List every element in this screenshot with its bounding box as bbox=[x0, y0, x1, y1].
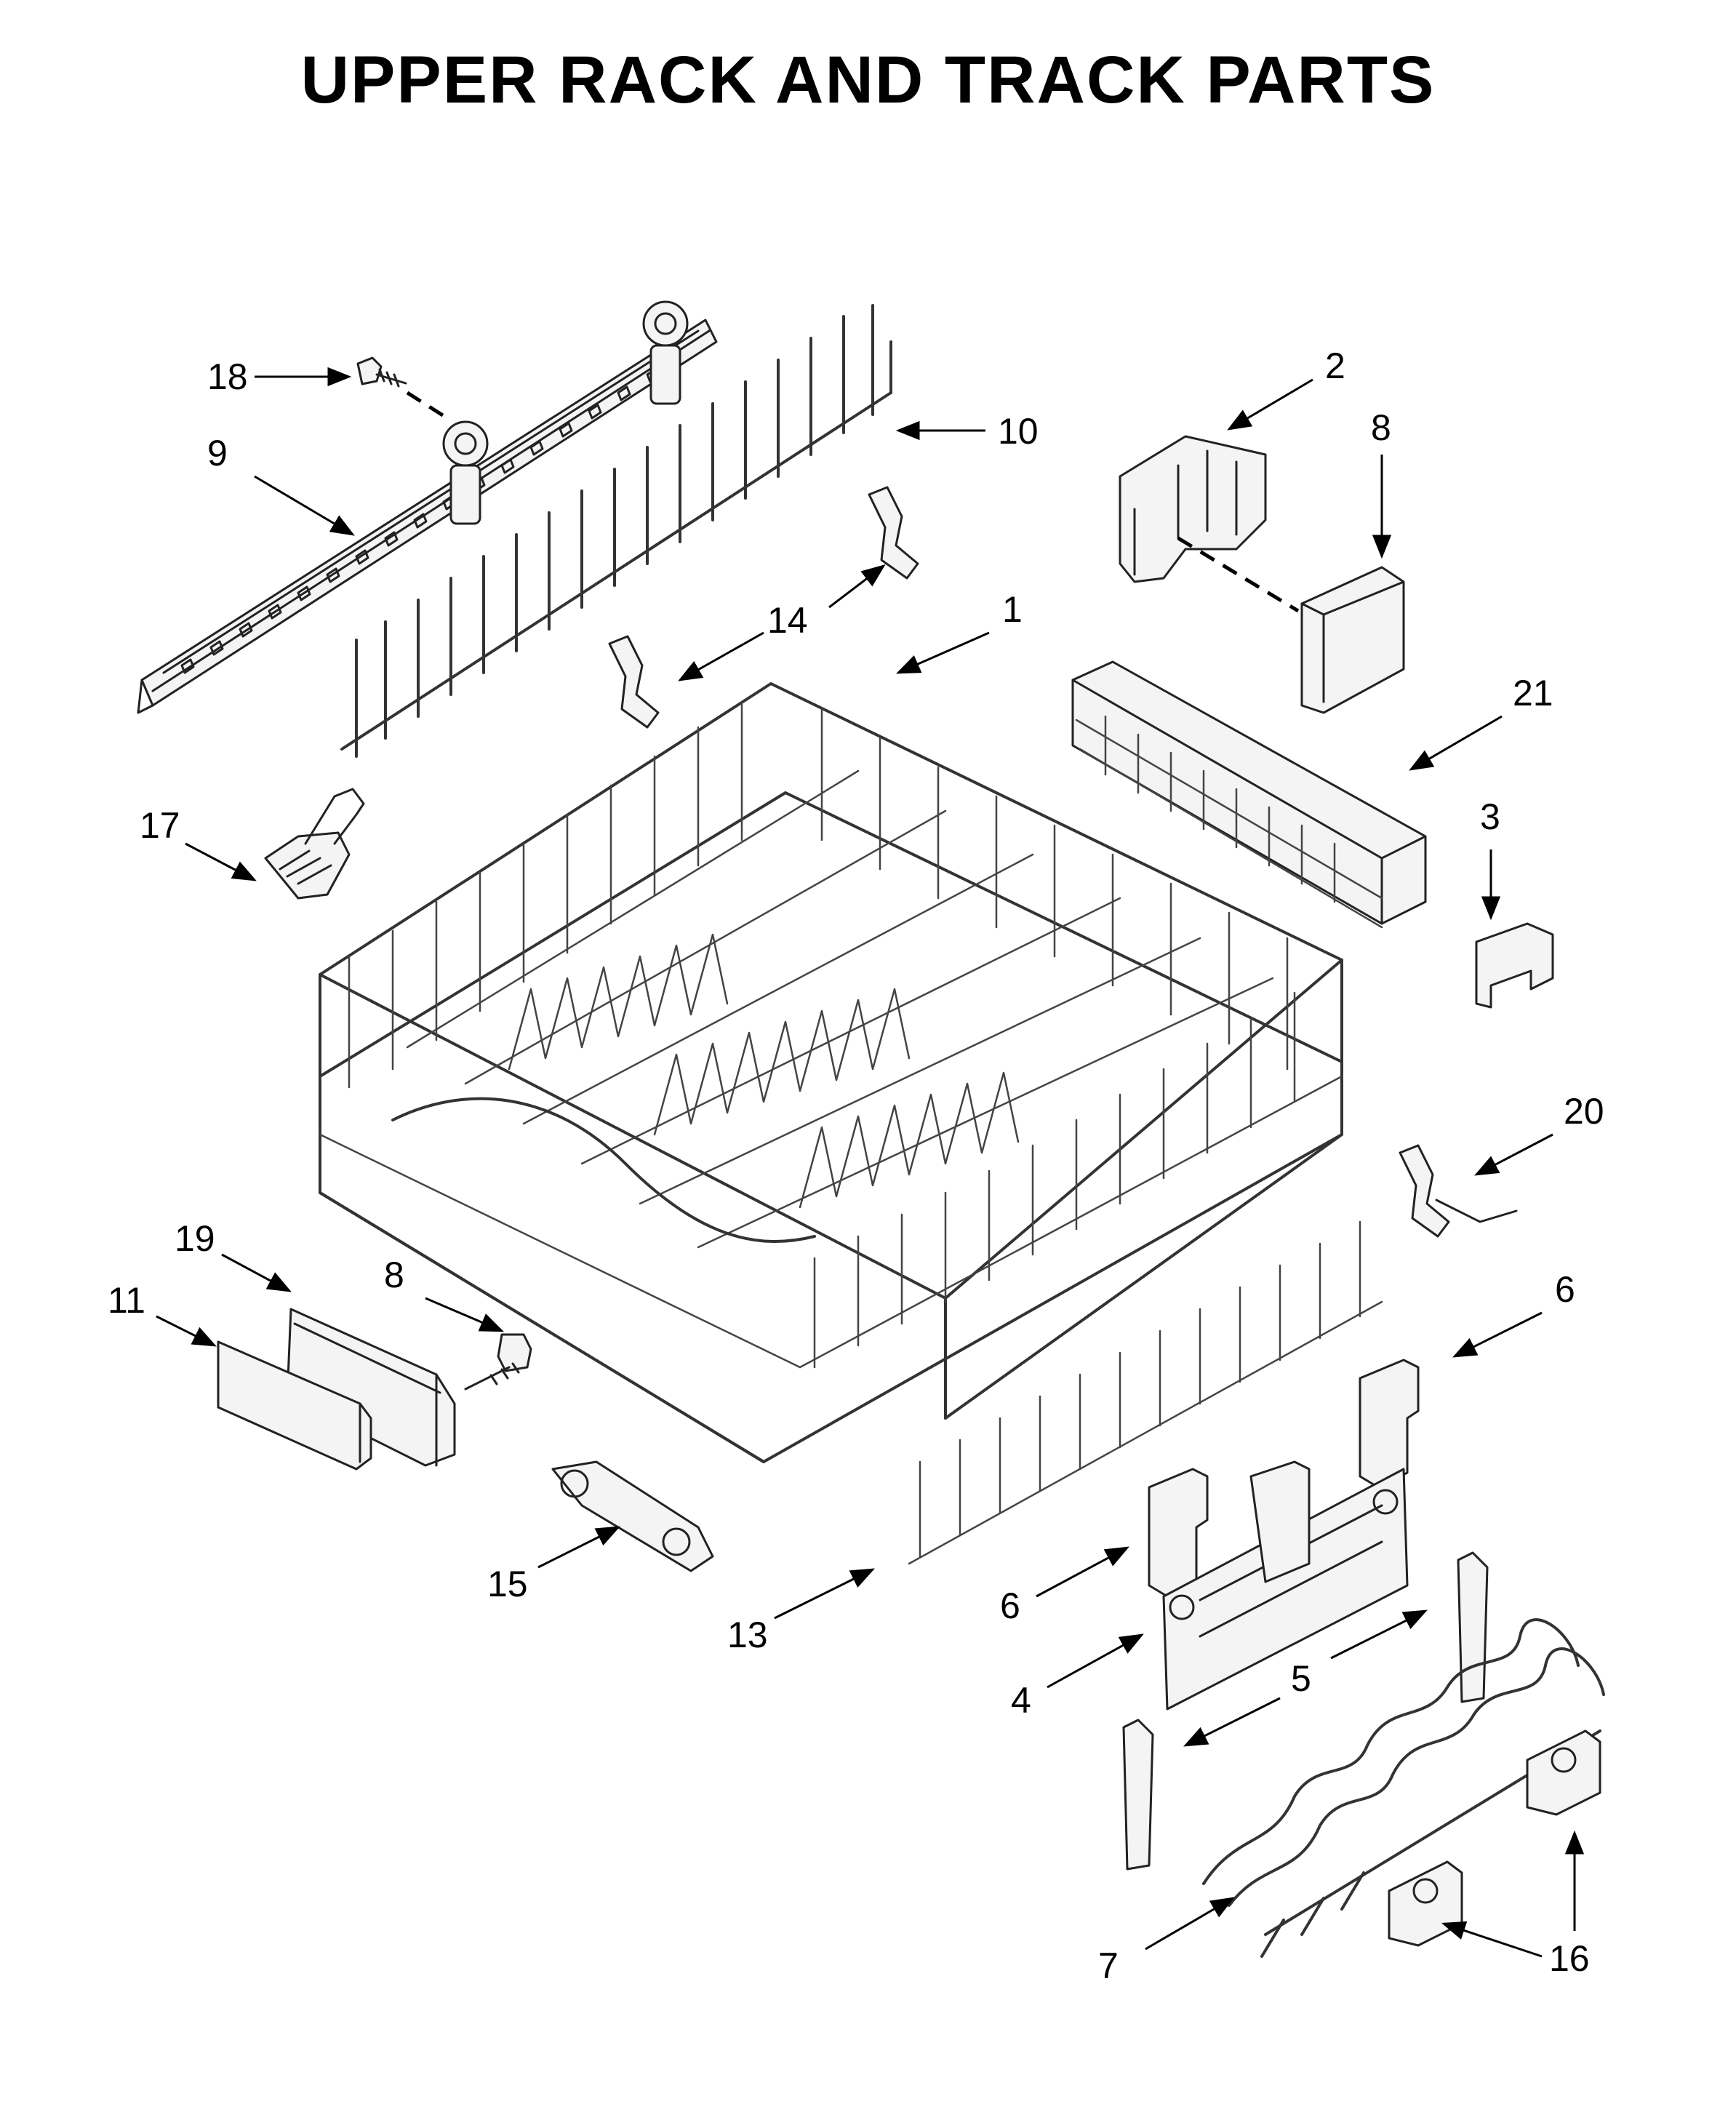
part-1-upper-rack bbox=[319, 682, 1343, 1463]
leader-2 bbox=[1227, 378, 1313, 431]
part-6-clip-lower bbox=[1148, 1468, 1209, 1598]
leader-4 bbox=[1047, 1633, 1144, 1689]
leader-6-upper bbox=[1452, 1311, 1543, 1358]
callout-label-9: 8 bbox=[1371, 407, 1391, 448]
callout-label-20: 20 bbox=[1564, 1091, 1604, 1132]
part-9-clip bbox=[1300, 566, 1405, 714]
part-8-pin bbox=[464, 1333, 532, 1391]
callout-label-17: 17 bbox=[140, 805, 180, 846]
callout-label-12: 10 bbox=[998, 411, 1039, 452]
leader-5a bbox=[1330, 1609, 1428, 1660]
leader-14a bbox=[828, 564, 886, 609]
part-13-tine-row bbox=[908, 1220, 1383, 1565]
leader-11 bbox=[156, 1315, 217, 1347]
part-2-dashed-path bbox=[1177, 536, 1300, 613]
callout-label-11: 11 bbox=[108, 1280, 145, 1321]
part-16-clip-left bbox=[1388, 1860, 1463, 1947]
leader-17 bbox=[185, 842, 257, 881]
callout-label-15: 15 bbox=[487, 1564, 528, 1604]
leader-13 bbox=[774, 1568, 875, 1620]
part-7-wire-support bbox=[1202, 1618, 1605, 1958]
part-16-clip-right bbox=[1526, 1729, 1601, 1816]
leader-10 bbox=[254, 475, 355, 536]
part-11-end-cap bbox=[217, 1340, 372, 1471]
callout-label-8: 8 bbox=[384, 1255, 404, 1295]
callout-label-14: 14 bbox=[767, 600, 808, 641]
part-18-screw bbox=[356, 356, 407, 388]
callout-label-2: 2 bbox=[1325, 345, 1345, 386]
callout-label-10: 9 bbox=[207, 433, 228, 473]
part-5-slide-left bbox=[1122, 1719, 1154, 1871]
leader-8 bbox=[425, 1297, 505, 1332]
part-18-dashed-path bbox=[406, 391, 449, 420]
callout-label-7: 7 bbox=[1098, 1945, 1119, 1986]
leader-6-lower bbox=[1036, 1546, 1129, 1598]
page-title: UPPER RACK AND TRACK PARTS bbox=[300, 43, 1436, 117]
leader-21 bbox=[1409, 715, 1503, 771]
callout-label-4: 4 bbox=[1011, 1680, 1031, 1721]
callout-label-13: 13 bbox=[727, 1615, 768, 1655]
part-2-bracket bbox=[1119, 435, 1267, 583]
callouts: 18 9 10 2 8 14 1 21 17 3 20 19 11 8 6 15 bbox=[108, 345, 1604, 1986]
leader-20 bbox=[1474, 1133, 1553, 1176]
leader-5b bbox=[1183, 1697, 1281, 1747]
part-20-clip bbox=[1399, 1144, 1518, 1238]
callout-label-3: 3 bbox=[1480, 796, 1500, 837]
leader-1 bbox=[895, 631, 990, 674]
leader-7 bbox=[1145, 1897, 1235, 1951]
leader-16b bbox=[1441, 1921, 1543, 1958]
callout-label-16: 16 bbox=[1549, 1938, 1590, 1979]
part-15-adjuster bbox=[551, 1460, 714, 1572]
callout-label-18: 18 bbox=[207, 356, 248, 397]
leader-15 bbox=[537, 1526, 620, 1569]
part-3-stop-clip bbox=[1475, 922, 1554, 1009]
part-14-clip-upper bbox=[868, 486, 919, 580]
part-10-track-rail bbox=[137, 300, 718, 714]
part-17-handle bbox=[264, 788, 365, 900]
part-6-clip-upper bbox=[1359, 1359, 1420, 1489]
callout-label-5: 5 bbox=[1291, 1658, 1311, 1699]
callout-label-1: 1 bbox=[1002, 589, 1023, 630]
callout-label-6-lower: 6 bbox=[1000, 1585, 1020, 1626]
leader-19 bbox=[221, 1253, 292, 1292]
callout-label-21: 21 bbox=[1513, 673, 1553, 713]
part-4-adjuster-frame bbox=[1162, 1460, 1409, 1711]
callout-label-19: 19 bbox=[175, 1218, 215, 1259]
leader-14b bbox=[678, 631, 764, 681]
part-5-slide-right bbox=[1457, 1551, 1489, 1703]
part-14-clip-lower bbox=[608, 635, 660, 729]
part-21-basket bbox=[1071, 660, 1427, 929]
part-12-tine-row bbox=[340, 304, 892, 758]
callout-label-6-upper: 6 bbox=[1555, 1269, 1575, 1310]
